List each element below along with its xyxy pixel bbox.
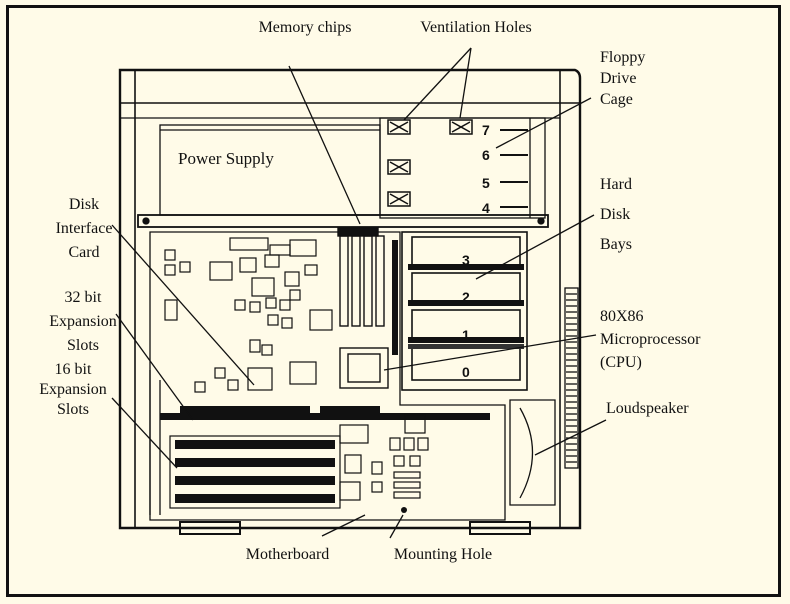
memory-chips-label: Memory chips — [230, 17, 380, 38]
disk-bay-number-0: 0 — [462, 364, 470, 380]
disk-interface-card-label: Disk Interface Card — [44, 193, 124, 265]
mounting-hole-label: Mounting Hole — [368, 544, 518, 565]
floppy-number-7: 7 — [482, 122, 490, 138]
motherboard-label: Motherboard — [225, 544, 350, 565]
cpu-label: 80X86 Microprocessor (CPU) — [600, 305, 700, 374]
floppy-number-5: 5 — [482, 175, 490, 191]
loudspeaker-label: Loudspeaker — [606, 398, 689, 419]
expansion-slots-16bit-label: 16 bit Expansion Slots — [34, 360, 112, 420]
hard-disk-bays-label: Hard Disk Bays — [600, 170, 632, 260]
disk-bay-number-1: 1 — [462, 327, 470, 343]
ventilation-holes-label: Ventilation Holes — [396, 17, 556, 38]
floppy-drive-cage-label: Floppy Drive Cage — [600, 47, 645, 110]
disk-bay-number-3: 3 — [462, 252, 470, 268]
expansion-slots-32bit-label: 32 bit Expansion Slots — [44, 286, 122, 358]
floppy-number-4: 4 — [482, 200, 490, 216]
disk-bay-number-2: 2 — [462, 289, 470, 305]
power-supply-label: Power Supply — [178, 149, 274, 168]
floppy-number-6: 6 — [482, 147, 490, 163]
